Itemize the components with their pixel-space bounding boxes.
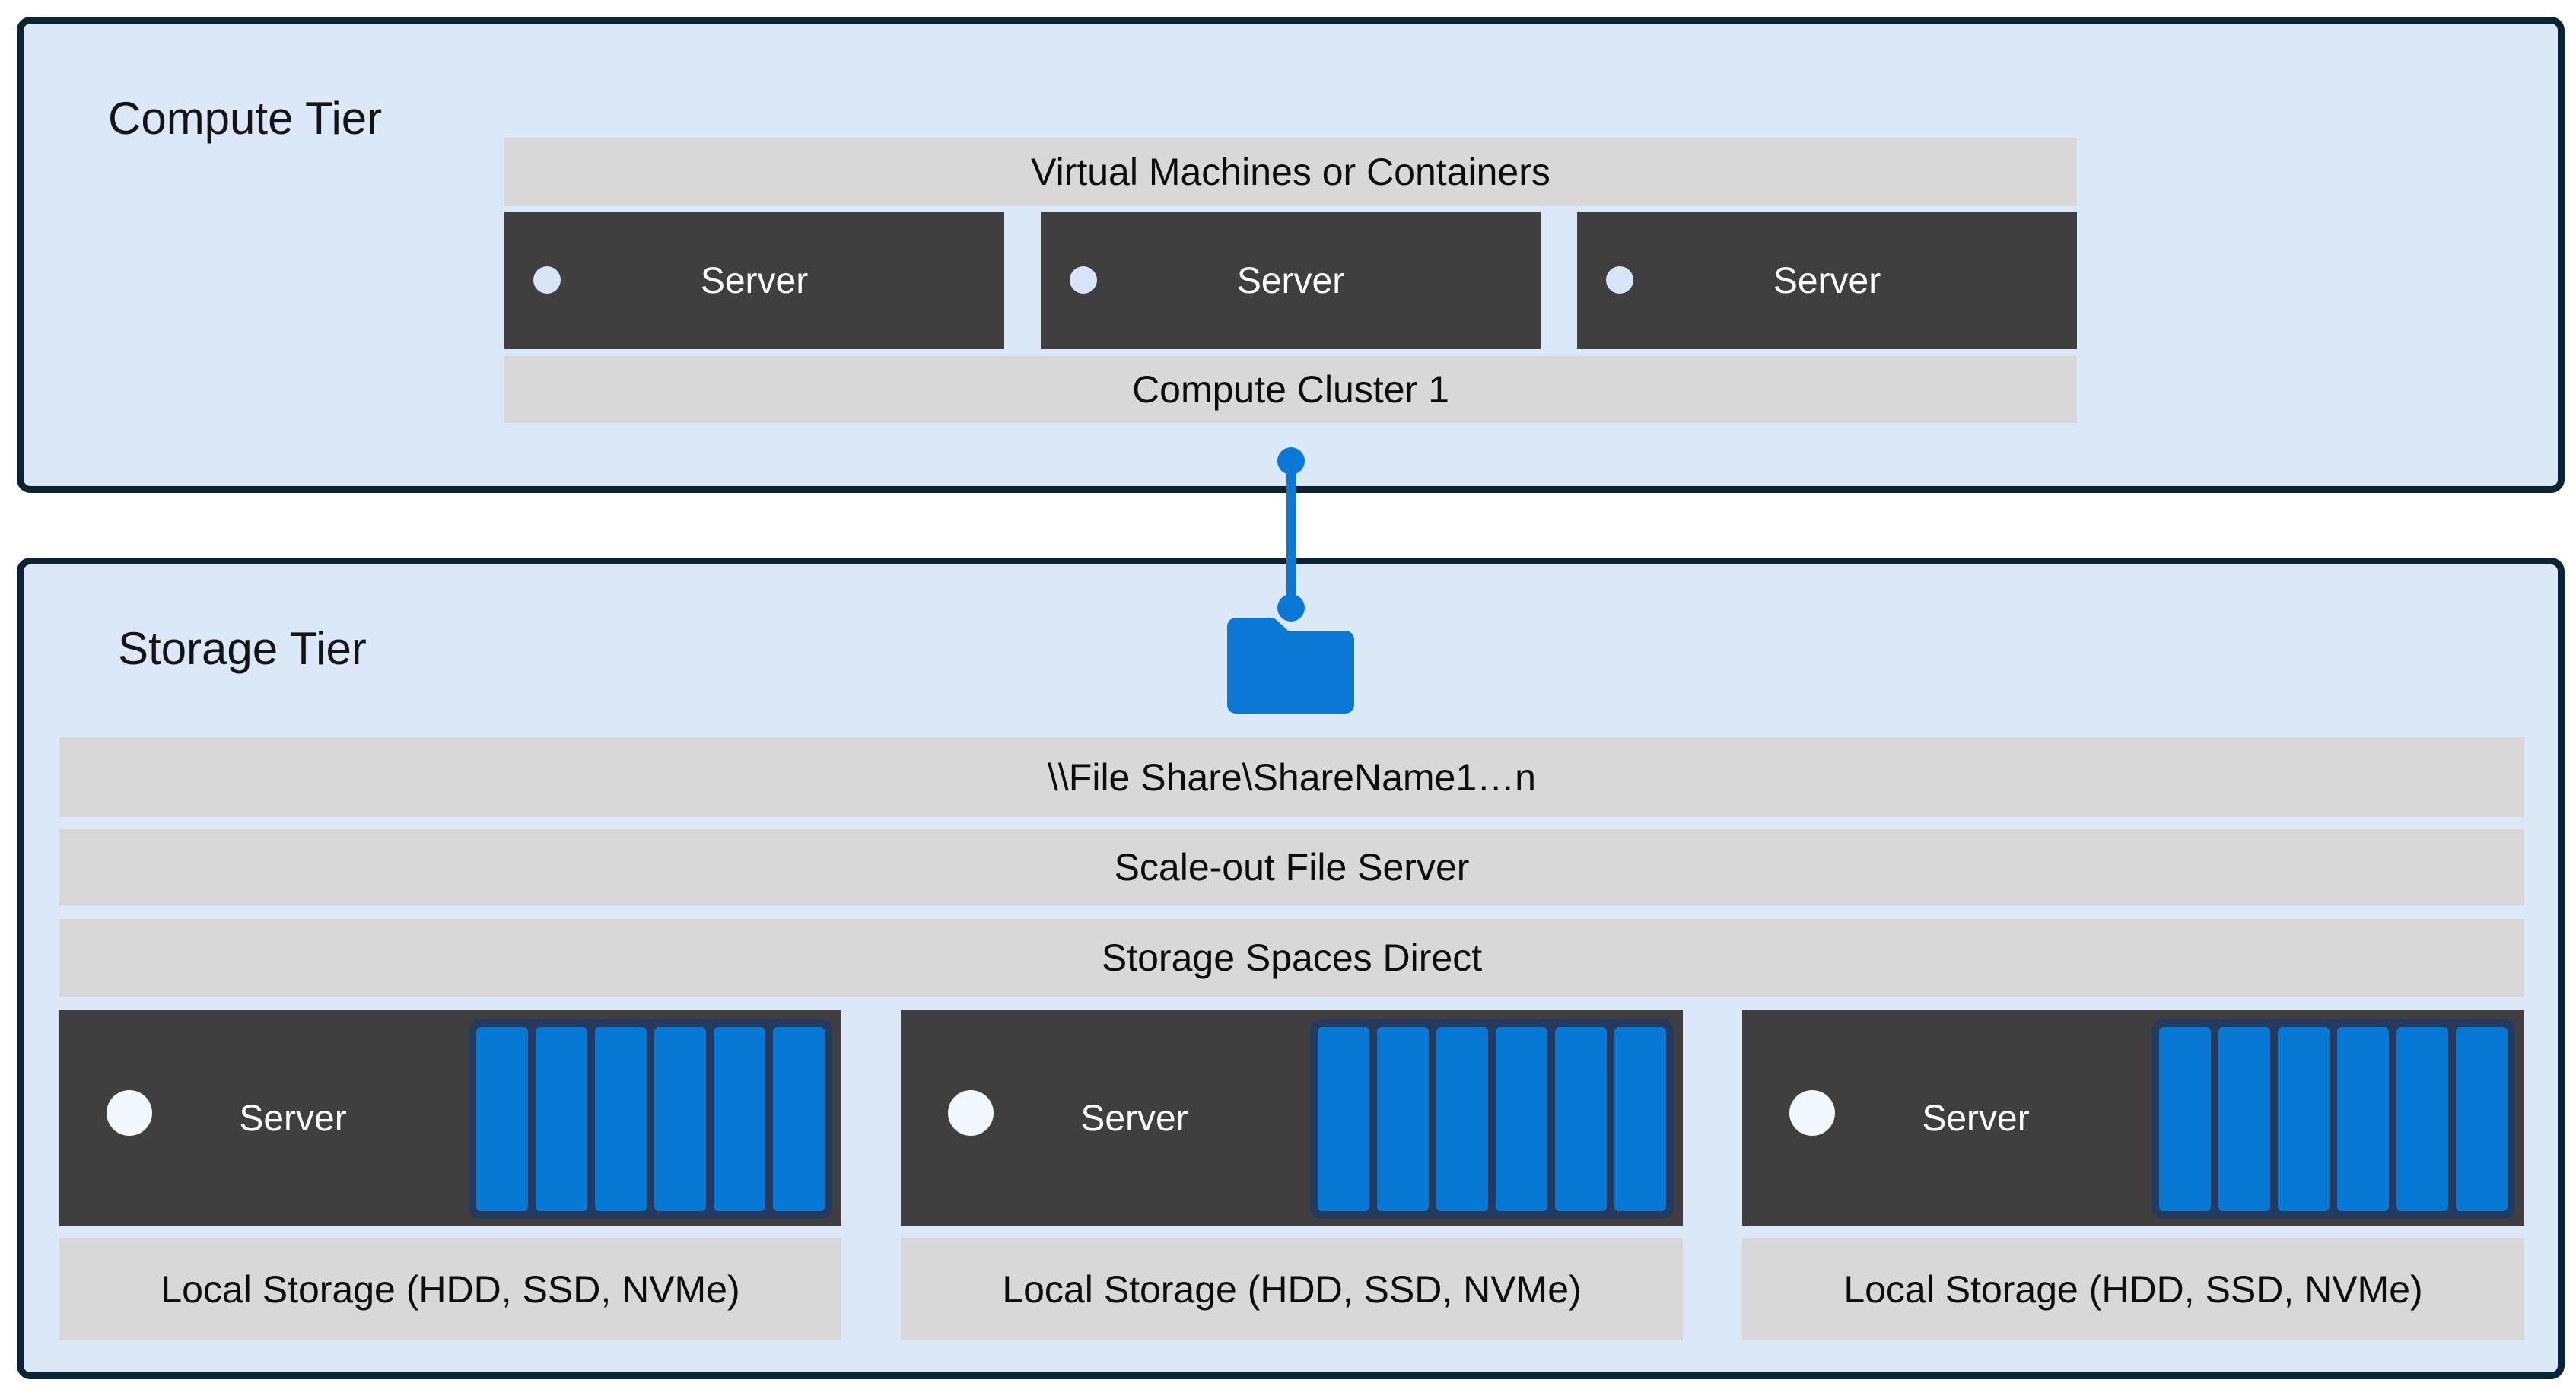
- compute-tier-title: Compute Tier: [108, 93, 383, 144]
- storage-server-2: Server: [901, 1010, 1683, 1226]
- compute-cluster-label: Compute Cluster 1: [1132, 368, 1449, 411]
- storage-tier-title: Storage Tier: [118, 623, 367, 674]
- disk-icon: [2278, 1027, 2330, 1211]
- storage-server-1: Server: [59, 1010, 841, 1226]
- storage-server-3: Server: [1742, 1010, 2524, 1226]
- file-share-folder-icon: [1227, 618, 1354, 714]
- local-storage-label: Local Storage (HDD, SSD, NVMe): [1843, 1268, 2423, 1311]
- disk-icon: [1377, 1027, 1429, 1211]
- local-storage-bar-2: Local Storage (HDD, SSD, NVMe): [901, 1238, 1683, 1340]
- disk-icon: [595, 1027, 647, 1211]
- compute-server-2: Server: [1041, 212, 1541, 349]
- server-label: Server: [1080, 1098, 1188, 1139]
- disk-array: [1310, 1019, 1674, 1219]
- disk-icon: [2159, 1027, 2211, 1211]
- vm-containers-bar: Virtual Machines or Containers: [504, 138, 2077, 206]
- storage-nodes-row: Server Server: [59, 1010, 2524, 1226]
- server-led-icon: [107, 1090, 152, 1136]
- compute-tier-box: Compute Tier Virtual Machines or Contain…: [17, 17, 2565, 493]
- local-storage-row: Local Storage (HDD, SSD, NVMe) Local Sto…: [59, 1238, 2524, 1340]
- disk-icon: [714, 1027, 765, 1211]
- compute-server-1: Server: [504, 212, 1004, 349]
- server-led-icon: [1789, 1090, 1835, 1136]
- server-led-icon: [533, 266, 561, 294]
- disk-icon: [773, 1027, 825, 1211]
- file-share-bar: \\File Share\ShareName1…n: [59, 737, 2524, 817]
- disk-icon: [654, 1027, 706, 1211]
- local-storage-label: Local Storage (HDD, SSD, NVMe): [161, 1268, 740, 1311]
- disk-icon: [1436, 1027, 1488, 1211]
- connector-dot: [1277, 594, 1305, 622]
- disk-icon: [2337, 1027, 2389, 1211]
- vm-containers-label: Virtual Machines or Containers: [1031, 151, 1550, 193]
- compute-server-3: Server: [1577, 212, 2077, 349]
- disk-icon: [2396, 1027, 2448, 1211]
- local-storage-bar-1: Local Storage (HDD, SSD, NVMe): [59, 1238, 841, 1340]
- server-label: Server: [1773, 260, 1881, 301]
- local-storage-bar-3: Local Storage (HDD, SSD, NVMe): [1742, 1238, 2524, 1340]
- server-led-icon: [948, 1090, 994, 1136]
- disk-icon: [2218, 1027, 2270, 1211]
- server-led-icon: [1606, 266, 1633, 294]
- disk-array: [469, 1019, 832, 1219]
- disk-icon: [1496, 1027, 1547, 1211]
- connector-dot: [1277, 447, 1305, 475]
- disk-icon: [476, 1027, 528, 1211]
- compute-cluster-bar: Compute Cluster 1: [504, 356, 2077, 423]
- server-label: Server: [700, 260, 809, 301]
- disk-icon: [2456, 1027, 2508, 1211]
- disk-icon: [1318, 1027, 1369, 1211]
- server-led-icon: [1070, 266, 1097, 294]
- server-label: Server: [1236, 260, 1345, 301]
- server-label: Server: [239, 1098, 347, 1139]
- file-share-label: \\File Share\ShareName1…n: [1048, 755, 1536, 799]
- cluster-to-share-connector: [1286, 461, 1296, 608]
- disk-icon: [1555, 1027, 1607, 1211]
- disk-icon: [536, 1027, 587, 1211]
- storage-spaces-direct-bar: Storage Spaces Direct: [59, 919, 2524, 997]
- server-label: Server: [1922, 1098, 2030, 1139]
- compute-servers-row: Server Server Server: [504, 212, 2077, 349]
- local-storage-label: Local Storage (HDD, SSD, NVMe): [1002, 1268, 1582, 1311]
- scale-out-file-server-label: Scale-out File Server: [1114, 846, 1470, 889]
- storage-spaces-direct-label: Storage Spaces Direct: [1101, 936, 1483, 979]
- disk-array: [2151, 1019, 2515, 1219]
- disk-icon: [1614, 1027, 1666, 1211]
- scale-out-file-server-bar: Scale-out File Server: [59, 829, 2524, 905]
